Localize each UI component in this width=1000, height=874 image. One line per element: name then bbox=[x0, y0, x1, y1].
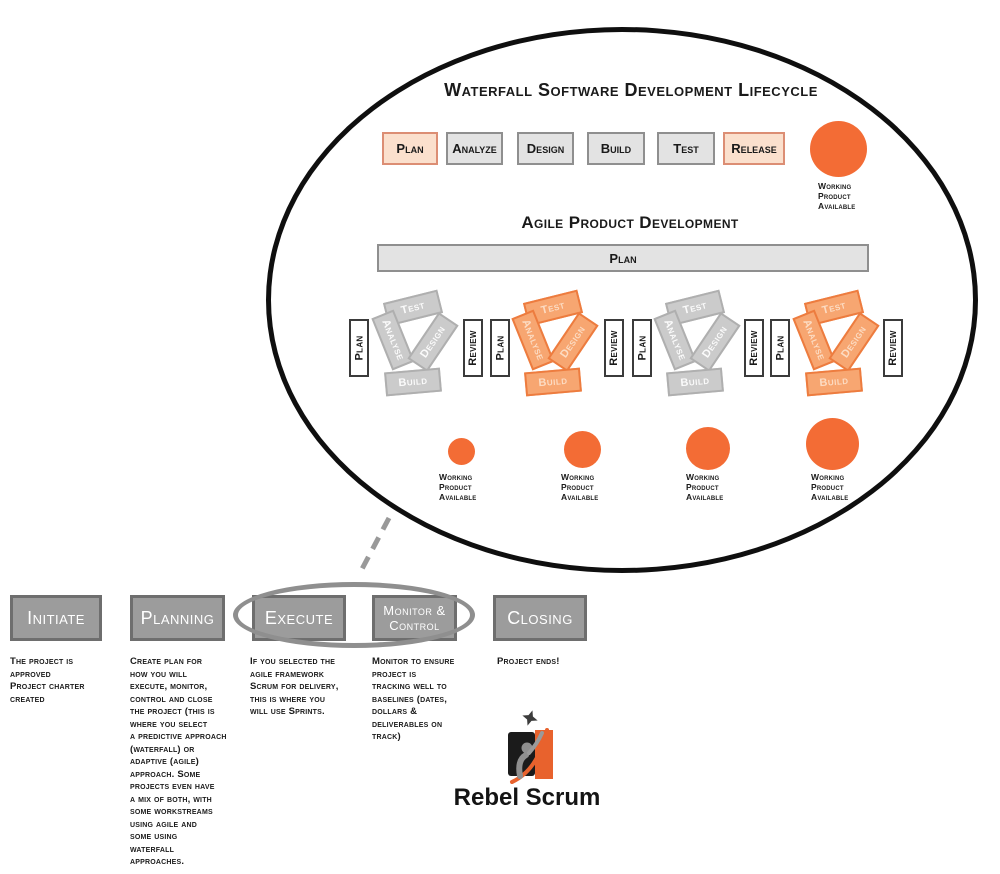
agile-plan-bar: Plan bbox=[377, 244, 869, 272]
sprint2-review-box: Review bbox=[604, 319, 624, 377]
sprint1-review-label: Review bbox=[467, 330, 479, 366]
phase-desc-initiate: The project is approved Project charter … bbox=[10, 656, 85, 705]
phase-box-monitor-control: Monitor & Control bbox=[372, 595, 457, 641]
sprint1-review-box: Review bbox=[463, 319, 483, 377]
sprint1-working-product-label: Working Product Available bbox=[439, 472, 477, 502]
connector-dashed-line bbox=[359, 516, 392, 571]
phase-box-execute: Execute bbox=[252, 595, 346, 641]
waterfall-stage-build: Build bbox=[587, 132, 645, 165]
phase-box-planning: Planning bbox=[130, 595, 225, 641]
waterfall-stage-design: Design bbox=[517, 132, 574, 165]
sprint2-cluster: Test Analyse Design Build bbox=[490, 289, 620, 403]
sprint3-design-box: Design bbox=[689, 312, 741, 372]
phase-box-initiate: Initiate bbox=[10, 595, 102, 641]
sprint2-design-box: Design bbox=[547, 312, 599, 372]
sprint3-cluster: Test Analyse Design Build bbox=[632, 289, 762, 403]
main-ellipse-outline bbox=[266, 27, 978, 573]
phase-desc-planning: Create plan for how you will execute, mo… bbox=[130, 656, 227, 867]
phase-desc-execute: If you selected the agile framework Scru… bbox=[250, 656, 339, 717]
sprint4-review-label: Review bbox=[887, 330, 899, 366]
sprint2-review-label: Review bbox=[608, 330, 620, 366]
phase-desc-closing: Project ends! bbox=[497, 656, 560, 667]
sprint4-cluster: Test Analyse Design Build bbox=[771, 289, 901, 403]
sprint3-working-product-label: Working Product Available bbox=[686, 472, 724, 502]
waterfall-stage-release: Release bbox=[723, 132, 785, 165]
sprint2-plan-box: Plan bbox=[490, 319, 510, 377]
sprint1-design-box: Design bbox=[407, 312, 459, 372]
sprint2-working-product-circle bbox=[564, 431, 601, 468]
sprint1-cluster: Test Analyse Design Build bbox=[350, 289, 480, 403]
sprint3-plan-box: Plan bbox=[632, 319, 652, 377]
sprint4-build-box: Build bbox=[805, 367, 863, 397]
phase-desc-monitor-control: Monitor to ensure project is tracking we… bbox=[372, 656, 455, 742]
sprint4-review-box: Review bbox=[883, 319, 903, 377]
rebel-scrum-brand-text: Rebel Scrum bbox=[453, 784, 601, 811]
sprint4-design-box: Design bbox=[828, 312, 880, 372]
sprint3-review-label: Review bbox=[748, 330, 760, 366]
agile-title: Agile Product Development bbox=[521, 213, 739, 232]
sprint2-build-box: Build bbox=[524, 367, 582, 397]
rebel-scrum-logo-icon bbox=[508, 710, 553, 784]
sprint4-plan-box: Plan bbox=[770, 319, 790, 377]
sprint3-working-product-circle bbox=[686, 427, 730, 470]
sprint1-working-product-circle bbox=[448, 438, 475, 465]
waterfall-stage-plan: Plan bbox=[382, 132, 438, 165]
sprint4-working-product-circle bbox=[806, 418, 859, 470]
waterfall-stage-analyze: Analyze bbox=[446, 132, 503, 165]
waterfall-title: Waterfall Software Development Lifecycle bbox=[444, 80, 818, 100]
sprint1-plan-box: Plan bbox=[349, 319, 369, 377]
waterfall-working-product-label: Working Product Available bbox=[818, 181, 856, 211]
sprint3-build-box: Build bbox=[666, 367, 724, 397]
sprint2-working-product-label: Working Product Available bbox=[561, 472, 599, 502]
waterfall-working-product-circle bbox=[810, 121, 867, 177]
sprint4-working-product-label: Working Product Available bbox=[811, 472, 849, 502]
waterfall-stage-test: Test bbox=[657, 132, 715, 165]
phase-box-closing: Closing bbox=[493, 595, 587, 641]
sprint1-build-box: Build bbox=[384, 367, 442, 397]
sprint3-review-box: Review bbox=[744, 319, 764, 377]
